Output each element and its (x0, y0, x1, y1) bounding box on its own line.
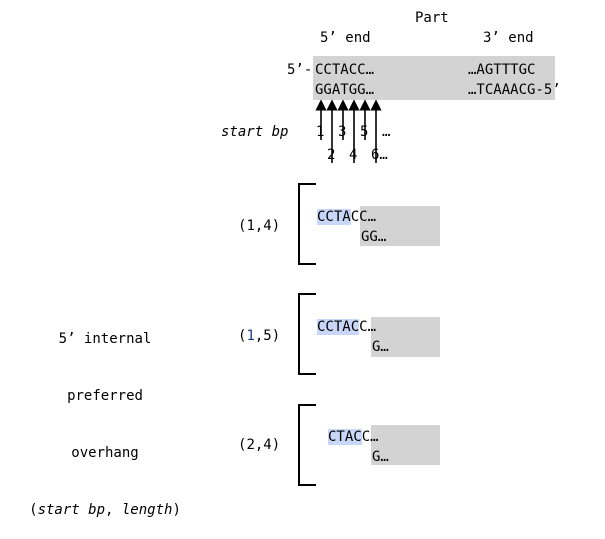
example-2-box (371, 317, 440, 357)
top-strand-left: CCTACC… (315, 62, 375, 78)
three-prime-end-label: 3’ end (483, 30, 534, 46)
example-2-bottom-strand: G… (372, 339, 389, 355)
top-strand-prefix: 5’- (287, 62, 313, 78)
start-bp-4: 4 (349, 147, 358, 163)
start-bp-3: 3 (338, 124, 347, 140)
example-1-box (360, 206, 440, 246)
start-bp-label: start bp (221, 124, 289, 140)
start-bp-arrows (315, 99, 382, 163)
example-1-bracket (298, 183, 316, 265)
example-3-box (371, 425, 440, 465)
side-label-line3: overhang (71, 445, 139, 461)
example-2-label: (1,5) (238, 328, 281, 344)
five-prime-end-label: 5’ end (320, 30, 371, 46)
example-1-overhang: CCTA (317, 209, 351, 225)
start-bp-more-odd: … (382, 124, 391, 140)
top-strand-right: …AGTTTGC (468, 62, 536, 78)
side-label-line1: 5’ internal (58, 331, 152, 347)
side-label-line2: preferred (67, 388, 143, 404)
example-3-bottom-strand: G… (372, 449, 389, 465)
example-1-top-strand: CCTACC… (317, 209, 377, 225)
example-1-label: (1,4) (238, 218, 281, 234)
part-title: Part (415, 10, 449, 26)
part-box (313, 56, 555, 100)
side-label: 5’ internal preferred overhang (start bp… (0, 292, 210, 539)
bottom-strand-left: GGATGG… (315, 82, 375, 98)
bottom-strand-right: …TCAAACG-5’ (468, 82, 561, 98)
example-3-bracket (298, 404, 316, 486)
start-bp-5: 5 (360, 124, 369, 140)
start-bp-2: 2 (327, 147, 336, 163)
start-bp-6: 6… (371, 147, 388, 163)
example-3-label: (2,4) (238, 437, 281, 453)
side-label-line4: (start bp, length) (29, 502, 181, 518)
example-3-top-strand: CTACC… (328, 429, 379, 445)
example-2-bracket (298, 293, 316, 375)
example-2-overhang: CCTAC (317, 319, 360, 335)
example-3-overhang: CTAC (328, 429, 362, 445)
start-bp-1: 1 (316, 124, 325, 140)
example-1-bottom-strand: GG… (361, 229, 387, 245)
example-2-top-strand: CCTACC… (317, 319, 377, 335)
